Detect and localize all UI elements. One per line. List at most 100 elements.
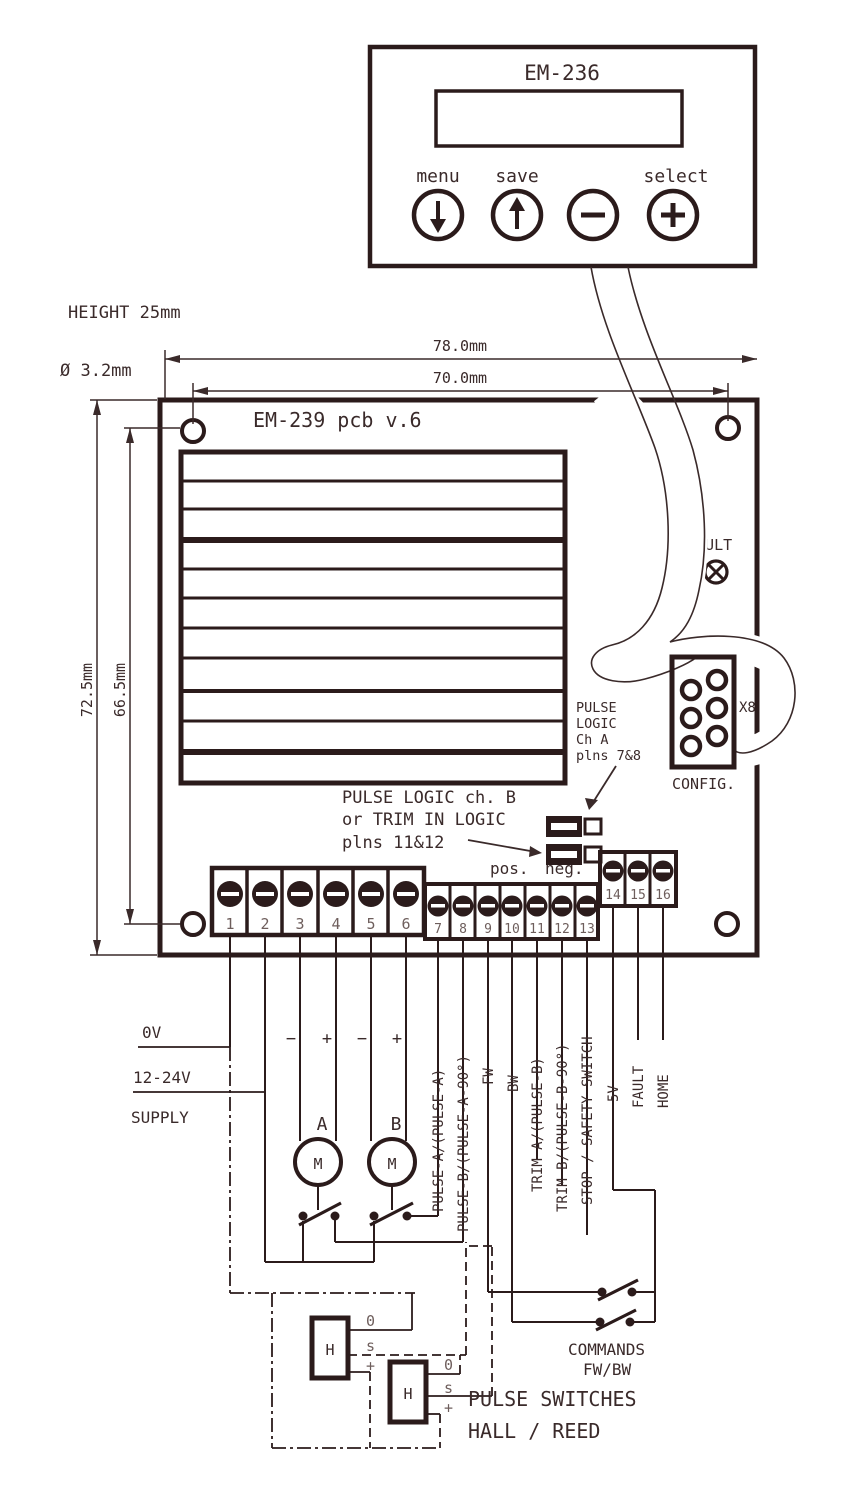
svg-text:M: M <box>313 1155 322 1173</box>
terminal-block-14-16: 14 15 16 <box>598 850 678 908</box>
pulse-logic-a-arrow <box>591 765 617 805</box>
svg-text:0: 0 <box>444 1356 453 1374</box>
terminal-number: 14 <box>605 888 621 903</box>
svg-text:s: s <box>444 1379 453 1397</box>
save-button-label: save <box>495 166 538 187</box>
pulse-logic-b-arrow <box>467 839 537 853</box>
config-label: CONFIG. <box>672 775 735 793</box>
terminal-number: 15 <box>630 888 646 903</box>
dim-width-holes: 70.0mm <box>192 369 729 424</box>
terminal-screws-14-16[interactable] <box>602 860 674 882</box>
pcb-title: EM-239 pcb v.6 <box>253 408 422 432</box>
dim-height-outer: 72.5mm <box>78 399 157 956</box>
pin9-label: FW <box>481 1068 497 1085</box>
terminal-block-7-13: 7 8 9 10 11 12 13 <box>423 882 600 941</box>
pulse-switches-label-1: PULSE SWITCHES <box>468 1387 637 1411</box>
pulse-switches-label-2: HALL / REED <box>468 1419 600 1443</box>
interface-cable <box>590 266 808 767</box>
supply-label: SUPPLY <box>131 1108 189 1127</box>
commands-label-2: FW/BW <box>583 1360 632 1379</box>
em236-title: EM-236 <box>524 61 600 85</box>
motor-b-minus: − <box>357 1029 367 1049</box>
svg-text:70.0mm: 70.0mm <box>433 369 487 387</box>
wiring: 0V 12-24V SUPPLY − + − + A M B <box>131 906 672 1449</box>
em236-outline <box>367 44 758 269</box>
svg-text:PULSE LOGIC ch. B: PULSE LOGIC ch. B <box>342 788 516 808</box>
pin15-label: FAULT <box>631 1065 647 1108</box>
terminal-number: 9 <box>484 922 492 937</box>
terminal-number: 10 <box>504 922 520 937</box>
svg-text:s: s <box>366 1337 375 1355</box>
terminal-number: 6 <box>401 915 410 933</box>
terminal-number: 3 <box>295 915 304 933</box>
plus-button[interactable] <box>646 188 700 242</box>
pin10-label: BW <box>506 1075 522 1092</box>
pin12-label: TRIM B/(PULSE-B-90°) <box>555 1043 571 1212</box>
terminal-number: 16 <box>655 888 671 903</box>
svg-text:72.5mm: 72.5mm <box>78 663 96 717</box>
hall-sensor-1: H 0 s + <box>309 1242 467 1448</box>
hall-sensor-2: H 0 s + <box>387 1245 493 1448</box>
pulse-logic-notes: PULSE LOGIC Ch A plns 7&8 PULSE LOGIC ch… <box>342 700 641 878</box>
minus-button[interactable] <box>566 188 620 242</box>
dimension-annotations: HEIGHT 25mm Ø 3.2mm 78.0mm 70.0mm 72.5mm <box>60 303 757 956</box>
menu-button[interactable] <box>411 188 465 242</box>
svg-text:Ch A: Ch A <box>576 732 609 748</box>
svg-text:plns 7&8: plns 7&8 <box>576 748 641 764</box>
svg-text:M: M <box>387 1155 396 1173</box>
ground-dashdot-path <box>229 1047 440 1449</box>
svg-text:plns 11&12: plns 11&12 <box>342 833 444 853</box>
motor-a-minus: − <box>286 1029 296 1049</box>
motor-b-plus: + <box>392 1029 402 1049</box>
terminal-number: 13 <box>579 922 595 937</box>
svg-text:H: H <box>325 1341 334 1359</box>
menu-button-label: menu <box>416 166 459 187</box>
terminal-number: 5 <box>366 915 375 933</box>
svg-text:PULSE: PULSE <box>576 700 617 716</box>
svg-text:66.5mm: 66.5mm <box>111 663 129 717</box>
dim-width-outer: 78.0mm <box>164 337 757 399</box>
mounting-hole-bottom-right <box>714 911 740 937</box>
x8-config-connector: X8 CONFIG. <box>669 654 756 793</box>
svg-text:+: + <box>366 1357 375 1375</box>
dim-height-holes: 66.5mm <box>111 427 180 925</box>
svg-text:B: B <box>391 1114 402 1135</box>
svg-text:H: H <box>403 1385 412 1403</box>
terminal-number: 2 <box>260 915 269 933</box>
zero-volt-label: 0V <box>142 1023 162 1042</box>
commands-label-1: COMMANDS <box>568 1340 645 1359</box>
svg-text:0: 0 <box>366 1312 375 1330</box>
pos-label: pos. <box>490 859 529 878</box>
x8-pin-hole <box>705 696 729 720</box>
svg-text:78.0mm: 78.0mm <box>433 337 487 355</box>
pin8-label: PULSE-B/(PULSE-A-90°) <box>456 1055 472 1232</box>
terminal-block-1-6: 1 2 3 4 5 6 <box>209 865 427 938</box>
pin14-label: 5V <box>606 1085 622 1102</box>
pin13-label: STOP / SAFETY SWITCH <box>580 1036 596 1205</box>
x8-pin-hole <box>679 706 703 730</box>
down-arrow-icon <box>430 201 446 233</box>
mounting-hole-bottom-left <box>180 911 206 937</box>
neg-label: neg. <box>545 859 584 878</box>
terminal-screws-1-6[interactable] <box>217 881 419 907</box>
svg-text:A: A <box>317 1114 328 1135</box>
em236-panel: EM-236 menu save select <box>367 44 758 269</box>
terminal-number: 4 <box>331 915 340 933</box>
pin7-label: PULSE-A/(PULSE-A) <box>431 1069 447 1212</box>
pcb-board: EM-239 pcb v.6 FAULT <box>157 397 760 958</box>
terminal-number: 12 <box>554 922 570 937</box>
svg-text:or TRIM IN LOGIC: or TRIM IN LOGIC <box>342 810 506 830</box>
hole-diameter-note: Ø 3.2mm <box>60 361 132 381</box>
save-button[interactable] <box>490 188 544 242</box>
height-note: HEIGHT 25mm <box>68 303 181 323</box>
x8-pin-hole <box>705 668 729 692</box>
svg-text:+: + <box>444 1399 453 1417</box>
select-button-label: select <box>643 166 708 187</box>
jumper-channel-a[interactable] <box>546 816 603 837</box>
lcd-display <box>434 89 684 148</box>
terminal-number: 7 <box>434 922 442 937</box>
terminal-screws-7-13[interactable] <box>427 895 598 917</box>
motor-a: A M <box>293 1114 343 1210</box>
